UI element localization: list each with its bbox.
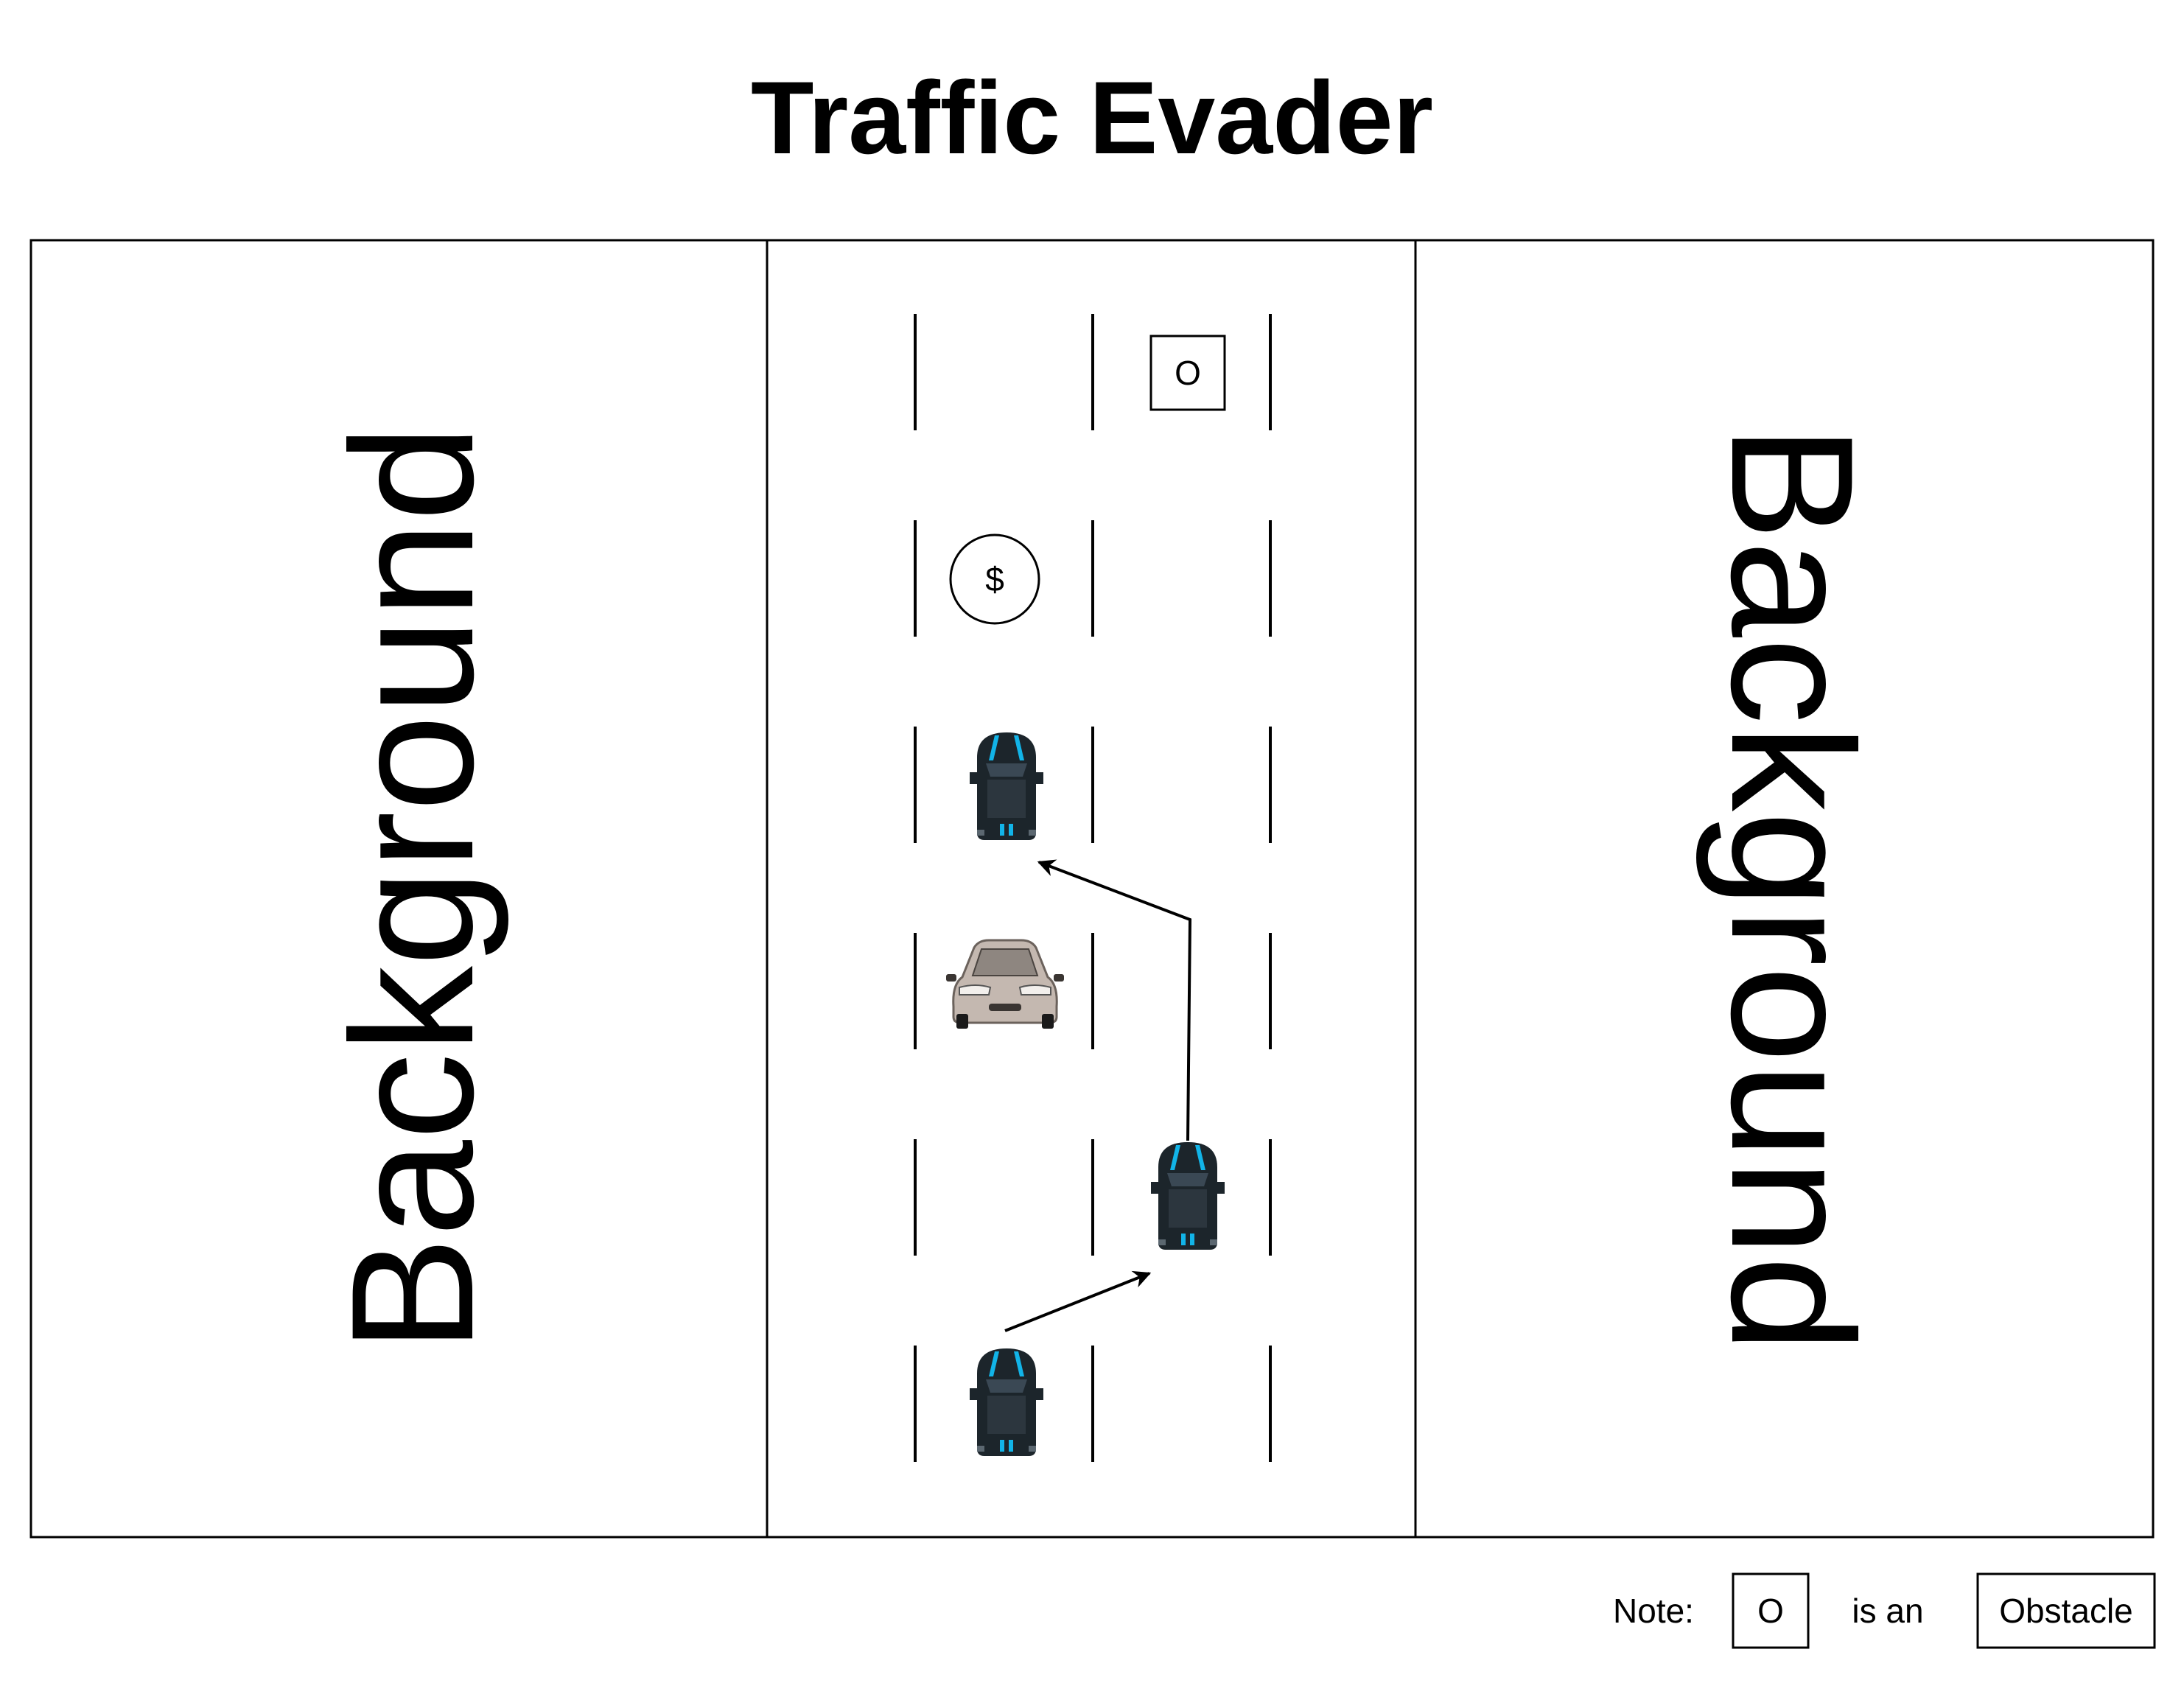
traffic-car	[945, 939, 1065, 1030]
page-title: Traffic Evader	[751, 60, 1433, 175]
player-car-top	[970, 732, 1043, 840]
coin-symbol: $	[985, 560, 1004, 598]
obstacle-symbol: O	[1175, 354, 1201, 392]
note-prefix: Note:	[1613, 1592, 1694, 1630]
obstacle: O	[1149, 335, 1226, 411]
note-symbol: O	[1757, 1592, 1784, 1630]
move-arrow-top	[1037, 859, 1192, 1141]
obstacle-box	[1149, 335, 1226, 411]
right-background-label: Background	[1695, 424, 1889, 1353]
note-legend: Note: O is an Obstacle	[1613, 1572, 2156, 1649]
note-meaning: Obstacle	[1999, 1592, 2133, 1630]
note-meaning-box	[1976, 1572, 2156, 1649]
player-car-bottom	[970, 1348, 1043, 1456]
lane-markers	[914, 314, 1272, 1462]
note-middle: is an	[1852, 1592, 1923, 1630]
coin-circle	[949, 533, 1040, 625]
coin: $	[949, 533, 1040, 625]
note-symbol-box	[1732, 1572, 1810, 1649]
left-background-label: Background	[315, 424, 510, 1353]
diagram-frame	[29, 239, 2155, 1539]
move-arrow-bottom	[1004, 1270, 1152, 1332]
player-car-middle	[1151, 1142, 1225, 1250]
